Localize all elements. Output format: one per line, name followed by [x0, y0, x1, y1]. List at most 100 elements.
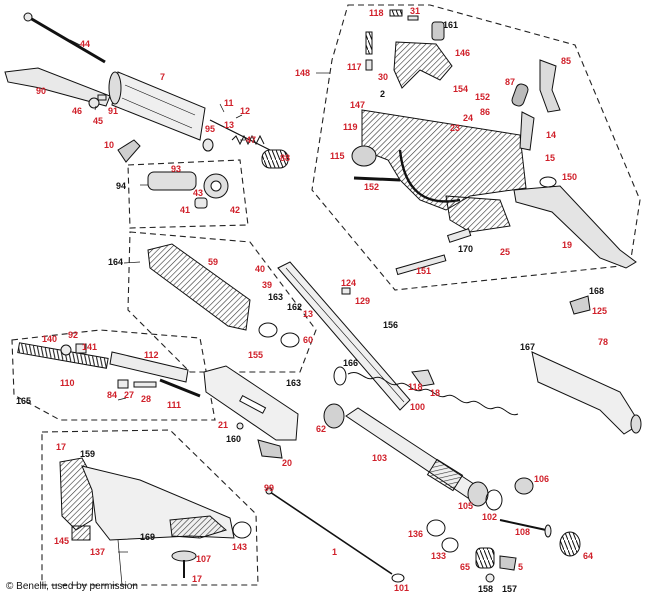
label-157: 157: [502, 584, 517, 594]
label-160: 160: [226, 434, 241, 444]
part-7-end: [108, 71, 122, 105]
label-28: 28: [141, 394, 151, 404]
label-13b: 13: [303, 309, 313, 319]
trigger-group-parts: [351, 9, 637, 276]
forend-barrel-parts: [147, 243, 642, 499]
label-84: 84: [107, 390, 117, 400]
part-151-pin: [395, 254, 447, 276]
part-143-ring: [232, 521, 252, 539]
part-28: [133, 381, 157, 388]
label-124: 124: [341, 278, 356, 288]
label-60: 60: [303, 335, 313, 345]
label-10: 10: [104, 140, 114, 150]
assembly-outlines: [11, 4, 641, 586]
label-170: 170: [458, 244, 473, 254]
part-46: [88, 97, 100, 109]
part-47-spring: [231, 134, 265, 146]
label-150: 150: [562, 172, 577, 182]
label-137: 137: [90, 547, 105, 557]
label-108: 108: [515, 527, 530, 537]
label-17a: 17: [56, 442, 66, 452]
label-95: 95: [205, 124, 215, 134]
label-21: 21: [218, 420, 228, 430]
label-64: 64: [583, 551, 593, 561]
label-106: 106: [534, 474, 549, 484]
label-93: 93: [171, 164, 181, 174]
label-167: 167: [520, 342, 535, 352]
label-125: 125: [592, 306, 607, 316]
stock-assembly-outline: [41, 429, 259, 586]
part-100-spring: [347, 372, 519, 416]
label-19: 19: [562, 240, 572, 250]
label-163a: 163: [268, 292, 283, 302]
label-20: 20: [282, 458, 292, 468]
label-12: 12: [240, 106, 250, 116]
label-111: 111: [167, 400, 181, 410]
label-147: 147: [350, 100, 365, 110]
part-65: [475, 547, 495, 569]
carrier-parts: [203, 365, 299, 459]
label-158: 158: [478, 584, 493, 594]
part-167-cover: [531, 351, 641, 435]
label-165: 165: [16, 396, 31, 406]
part-145-plate: [71, 525, 91, 541]
label-101: 101: [394, 583, 409, 593]
label-115: 115: [330, 151, 345, 161]
label-162: 162: [287, 302, 302, 312]
part-5: [499, 555, 517, 571]
part-158: [485, 573, 495, 583]
part-103-tube: [345, 407, 481, 499]
part-21: [236, 422, 244, 430]
label-59: 59: [208, 257, 218, 267]
part-labels: 44 90 46 91 45 7 11 12 13 10 95 47 88 93…: [16, 6, 608, 594]
part-115: [351, 145, 377, 167]
label-107: 107: [196, 554, 211, 564]
label-151: 151: [416, 266, 431, 276]
label-86: 86: [480, 107, 490, 117]
label-117: 117: [347, 62, 362, 72]
part-44-head: [23, 12, 33, 22]
label-27: 27: [124, 390, 134, 400]
magazine-group-parts: [17, 342, 201, 398]
label-118a: 118: [369, 8, 384, 18]
label-1: 1: [332, 547, 337, 557]
label-164: 164: [108, 257, 123, 267]
trigger-group-outline: [311, 4, 641, 291]
part-91: [97, 94, 107, 101]
part-118-spring: [389, 9, 403, 17]
part-85: [539, 59, 561, 113]
part-87: [511, 83, 529, 107]
part-10-handle: [117, 139, 141, 163]
label-129: 129: [355, 296, 370, 306]
magazine-assembly-outline: [11, 329, 216, 421]
label-23: 23: [450, 123, 460, 133]
stock-parts: [59, 457, 252, 578]
label-30: 30: [378, 72, 388, 82]
part-112-tube: [109, 351, 189, 383]
label-85: 85: [561, 56, 571, 66]
label-163b: 163: [286, 378, 301, 388]
part-136-ring: [426, 519, 446, 537]
label-146: 146: [455, 48, 470, 58]
part-41: [194, 197, 208, 209]
label-78: 78: [598, 337, 608, 347]
part-161: [431, 21, 445, 41]
part-31-pin: [407, 15, 419, 21]
label-15: 15: [545, 153, 555, 163]
part-117-plunger: [365, 59, 373, 71]
label-45: 45: [93, 116, 103, 126]
upper-left-parts: [4, 12, 289, 209]
label-5: 5: [518, 562, 523, 572]
label-110: 110: [60, 378, 75, 388]
label-154: 154: [453, 84, 468, 94]
label-87: 87: [505, 77, 515, 87]
label-119: 119: [343, 122, 358, 132]
part-14: [519, 111, 535, 151]
part-19-plate: [513, 185, 637, 269]
label-161: 161: [443, 20, 458, 30]
label-99: 99: [264, 483, 274, 493]
part-18: [411, 369, 435, 387]
label-152a: 152: [475, 92, 490, 102]
part-20: [257, 439, 283, 459]
